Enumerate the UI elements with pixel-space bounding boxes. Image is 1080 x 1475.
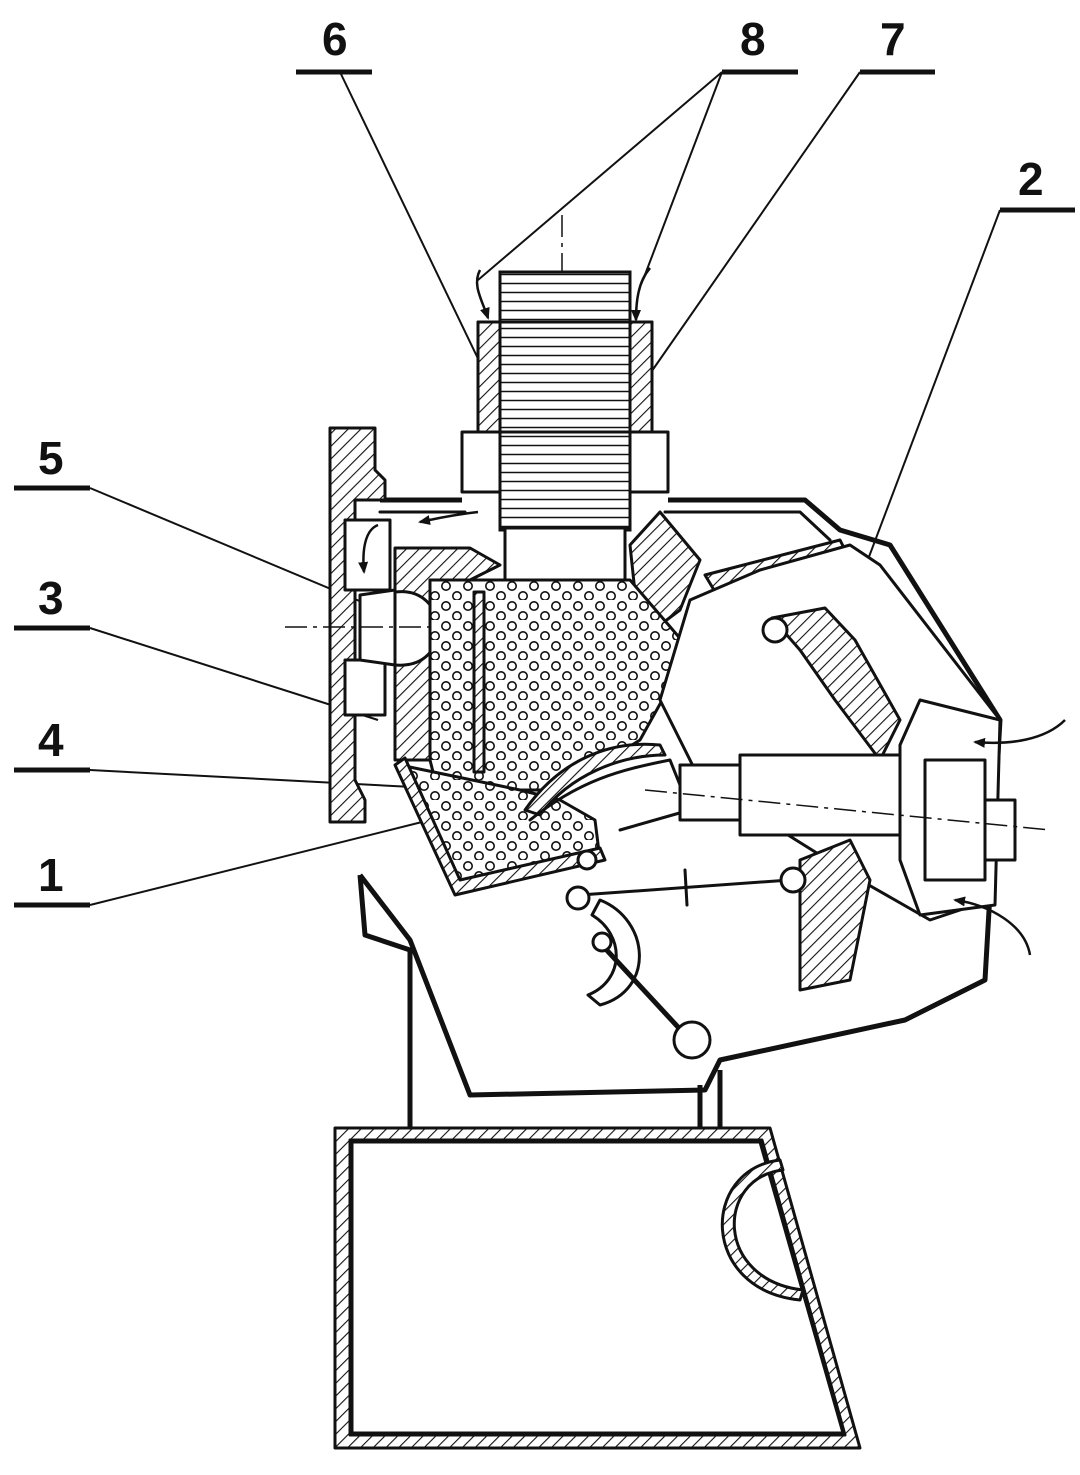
bin-handle xyxy=(720,1158,805,1302)
lever-pivot-top xyxy=(591,931,613,953)
callout-2: 2 xyxy=(1000,153,1075,213)
callout-6: 6 xyxy=(296,13,372,75)
chute-channel xyxy=(528,758,692,832)
leader-1 xyxy=(89,819,431,906)
chute-curve xyxy=(523,742,667,817)
air-arrow-down-nozzle xyxy=(358,523,379,574)
callout-1-label: 1 xyxy=(38,849,64,901)
air-arrow-in-top xyxy=(973,719,1066,748)
left-door-panel xyxy=(328,426,479,824)
motor-fins-lower xyxy=(498,430,632,530)
callout-6-label: 6 xyxy=(322,13,348,65)
callout-8: 8 xyxy=(722,13,798,75)
air-arrow-left xyxy=(475,269,490,320)
hopper-granules xyxy=(428,578,692,802)
trigger-hook xyxy=(586,898,641,1007)
motor-shaft-body xyxy=(738,753,922,837)
shaft-tip xyxy=(983,798,1017,862)
trigger-linkage xyxy=(565,849,807,1060)
air-arrow-to-nozzle xyxy=(418,510,479,525)
callout-4-label: 4 xyxy=(38,714,64,766)
callout-1: 1 xyxy=(14,849,90,908)
callout-3-label: 3 xyxy=(38,572,64,624)
horizontal-centerline-right xyxy=(644,789,1051,831)
impeller-assembly xyxy=(658,543,1066,992)
callout-5: 5 xyxy=(14,432,90,491)
door-inner-box xyxy=(343,518,392,592)
leader-7 xyxy=(646,71,861,379)
callout-4: 4 xyxy=(14,714,90,773)
impeller-pivot xyxy=(761,616,789,644)
sieve-plate xyxy=(472,590,486,774)
link-pivot-right xyxy=(779,866,807,894)
impeller-blade-lower xyxy=(798,838,872,992)
callout-7-label: 7 xyxy=(880,13,906,65)
callout-8-label: 8 xyxy=(740,13,766,65)
neck-right xyxy=(697,1070,723,1130)
air-arrow-right xyxy=(631,267,651,322)
link-rod-mark xyxy=(683,868,689,907)
tray-pivot xyxy=(576,849,598,871)
housing-top-edge xyxy=(358,497,1003,1098)
callout-2-label: 2 xyxy=(1018,153,1044,205)
shaft-end-cap xyxy=(678,763,742,822)
housing-inner-top xyxy=(378,510,832,542)
tray-wall xyxy=(393,756,607,897)
impeller-blade-upper xyxy=(770,606,902,762)
callout-3: 3 xyxy=(14,572,90,631)
bin-wall xyxy=(333,1126,862,1450)
callout-7: 7 xyxy=(860,13,935,75)
callout-5-label: 5 xyxy=(38,432,64,484)
collection-bin xyxy=(333,874,862,1450)
motor-assembly xyxy=(460,267,670,582)
neck-left xyxy=(357,874,413,1130)
air-arrow-in-bottom xyxy=(953,896,1032,956)
motor-shaft-collar xyxy=(503,526,627,582)
lever-knob xyxy=(672,1020,712,1060)
link-pivot-left xyxy=(565,885,591,911)
upper-housing xyxy=(358,497,1003,1098)
leader-8b xyxy=(642,71,723,281)
door-lower-box xyxy=(343,658,387,717)
leader-8a xyxy=(477,71,723,281)
lever-arm xyxy=(600,943,692,1042)
bin-interior xyxy=(350,1140,845,1435)
